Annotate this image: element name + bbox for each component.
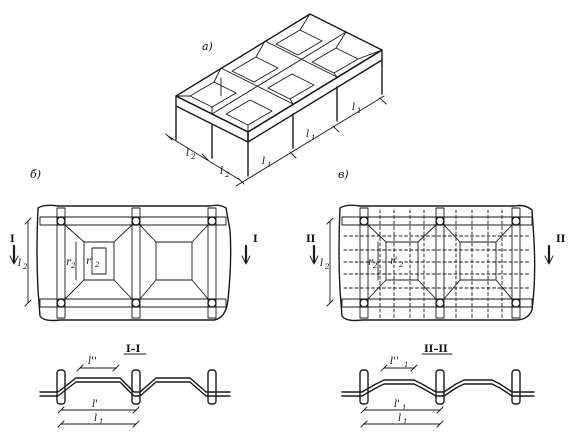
svg-text:I: I [253, 234, 258, 245]
svg-text:l: l [18, 258, 21, 269]
svg-text:l: l [352, 102, 355, 113]
roof-bay-line [220, 67, 294, 105]
svg-text:l: l [94, 413, 97, 424]
roof-cap-panels [175, 13, 383, 133]
panel-a-label: а) [202, 40, 213, 53]
svg-text:l': l' [394, 399, 400, 410]
svg-text:2: 2 [224, 171, 230, 179]
svg-text:r: r [66, 257, 72, 268]
panel-v-plan-view: в) [306, 168, 566, 428]
panel-b-plan-view: б) [9, 168, 258, 428]
svg-text:1: 1 [267, 161, 271, 169]
svg-text:r': r' [86, 256, 94, 267]
bay-cap-left [64, 224, 133, 300]
svg-text:1: 1 [311, 134, 315, 142]
bay-cap-right [443, 224, 513, 300]
svg-text:II: II [306, 234, 316, 245]
svg-text:1: 1 [404, 361, 408, 369]
column-markers [359, 216, 521, 308]
svg-text:2: 2 [190, 153, 196, 161]
svg-text:1: 1 [403, 418, 407, 426]
svg-text:l: l [220, 166, 223, 177]
columns [175, 59, 383, 177]
section-ii-profile: l'' 1 l' 1 l 1 [341, 356, 535, 428]
slab-outline [36, 204, 232, 322]
plan-v-dimensions: l 2 r 2 r' 2 [320, 217, 404, 307]
section-ii-label: II–II [424, 344, 448, 355]
svg-text:2: 2 [22, 263, 28, 271]
bay-cap-right [139, 224, 209, 300]
isometric-dimensions: l 2 l 2 l 1 l 1 l 1 [165, 95, 387, 187]
svg-text:l: l [262, 156, 265, 167]
svg-text:2: 2 [324, 263, 330, 271]
section-i-label: I–I [126, 344, 141, 355]
panel-a-isometric-view: а) [165, 13, 387, 187]
svg-text:II: II [556, 234, 566, 245]
svg-text:l: l [320, 258, 323, 269]
roof-bay-line [264, 40, 338, 78]
svg-text:I: I [10, 234, 15, 245]
dashed-grid [343, 209, 531, 319]
section-i-profile: l'' l' l 1 [39, 356, 231, 428]
svg-text:1: 1 [357, 107, 361, 115]
svg-text:l: l [398, 413, 401, 424]
beam-grid [39, 207, 227, 319]
plan-b-dimensions: l 2 r 2 r' 2 [18, 217, 100, 307]
svg-text:l'': l'' [88, 356, 97, 367]
svg-text:2: 2 [94, 261, 100, 269]
bay-cap-left [367, 224, 437, 300]
beam-grid [341, 207, 533, 319]
svg-text:2: 2 [372, 262, 378, 270]
roof-mid-ridge [211, 31, 347, 115]
svg-text:1: 1 [402, 404, 406, 412]
slab-outline [338, 204, 536, 322]
panel-b-label: б) [30, 168, 41, 181]
svg-text:r': r' [390, 256, 398, 267]
column-markers [56, 216, 217, 308]
cut-mark-i: I I [9, 234, 258, 265]
svg-text:l': l' [92, 399, 98, 410]
svg-text:l: l [306, 129, 309, 140]
svg-text:l'': l'' [390, 356, 399, 367]
svg-text:l: l [186, 148, 189, 159]
panel-v-label: в) [338, 168, 349, 181]
svg-text:r: r [368, 257, 374, 268]
svg-text:2: 2 [398, 261, 404, 269]
cut-mark-ii: II II [306, 234, 566, 265]
svg-text:1: 1 [99, 418, 103, 426]
svg-text:2: 2 [70, 262, 76, 270]
